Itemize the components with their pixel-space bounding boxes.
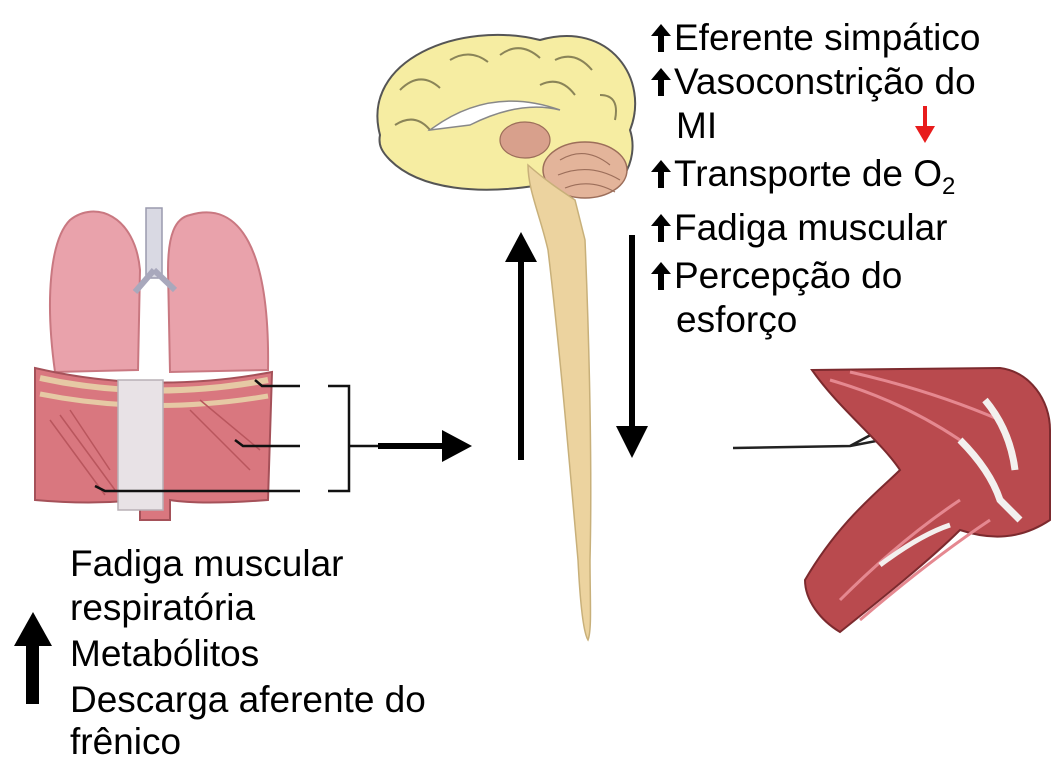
effect-sympathetic: Eferente simpático — [650, 16, 980, 60]
effort-perception-label-line2: esforço — [676, 298, 797, 342]
o2-subscript: 2 — [942, 173, 955, 200]
up-arrow-icon — [650, 24, 672, 52]
up-arrow-icon — [650, 214, 672, 242]
respiratory-line-1: Fadiga muscular — [70, 542, 344, 586]
respiratory-line-2: respiratória — [70, 586, 255, 630]
effect-effort-perception: Percepção do — [650, 254, 902, 298]
spinal-cord — [528, 165, 591, 640]
descending-arrow — [616, 235, 648, 458]
effect-muscle-fatigue: Fadiga muscular — [650, 206, 948, 250]
effort-perception-label: Percepção do — [674, 255, 902, 296]
muscle-fatigue-label: Fadiga muscular — [674, 207, 948, 248]
lungs-diaphragm-illustration — [35, 208, 272, 520]
sympathetic-label: Eferente simpático — [674, 17, 980, 58]
leg-muscle-illustration — [805, 368, 1050, 632]
effect-o2-transport: Transporte de O2 — [650, 152, 955, 209]
brain-illustration — [377, 35, 635, 198]
red-down-arrow — [915, 106, 935, 143]
vasoconstriction-label-line2: MI — [676, 104, 717, 148]
respiratory-line-4: Descarga aferente do — [70, 678, 426, 722]
o2-transport-label: Transporte de O — [674, 153, 942, 194]
vasoconstriction-label: Vasoconstrição do — [674, 61, 976, 102]
up-arrow-icon — [650, 160, 672, 188]
up-arrow-icon — [650, 68, 672, 96]
respiratory-line-5: frênico — [70, 720, 181, 764]
respiratory-increase-arrow — [14, 612, 52, 704]
respiratory-line-3: Metabólitos — [70, 632, 259, 676]
ascending-arrow — [505, 232, 537, 460]
up-arrow-icon — [650, 262, 672, 290]
effect-vasoconstriction: Vasoconstrição do — [650, 60, 976, 104]
afferent-arrow-right — [378, 430, 472, 462]
